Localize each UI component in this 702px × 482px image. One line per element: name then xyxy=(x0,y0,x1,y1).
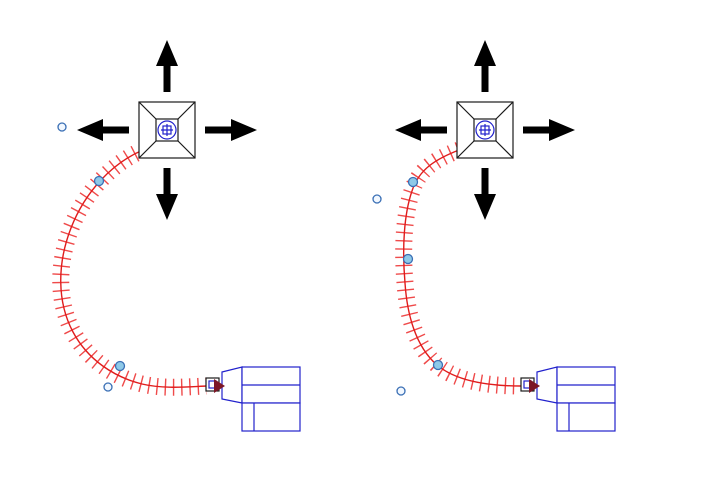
figure-left xyxy=(52,40,301,432)
spline-tick-marks-right xyxy=(395,142,522,395)
spline-tick-marks-left xyxy=(52,142,207,396)
furniture-symbol-right[interactable] xyxy=(520,366,616,432)
control-point[interactable] xyxy=(114,360,126,372)
fixture-symbol-left[interactable] xyxy=(138,101,196,159)
walkthrough-spline-right[interactable] xyxy=(402,149,522,387)
furniture-symbol-left[interactable] xyxy=(205,366,301,432)
walkthrough-spline-left[interactable] xyxy=(60,149,207,388)
control-point[interactable] xyxy=(402,253,414,265)
figure-right xyxy=(372,40,616,432)
control-handle[interactable] xyxy=(57,122,67,132)
control-point[interactable] xyxy=(407,176,419,188)
control-handle[interactable] xyxy=(103,382,113,392)
control-handle[interactable] xyxy=(396,386,406,396)
fixture-symbol-right[interactable] xyxy=(456,101,514,159)
control-handle[interactable] xyxy=(372,194,382,204)
control-point[interactable] xyxy=(93,175,105,187)
control-point[interactable] xyxy=(432,359,444,371)
